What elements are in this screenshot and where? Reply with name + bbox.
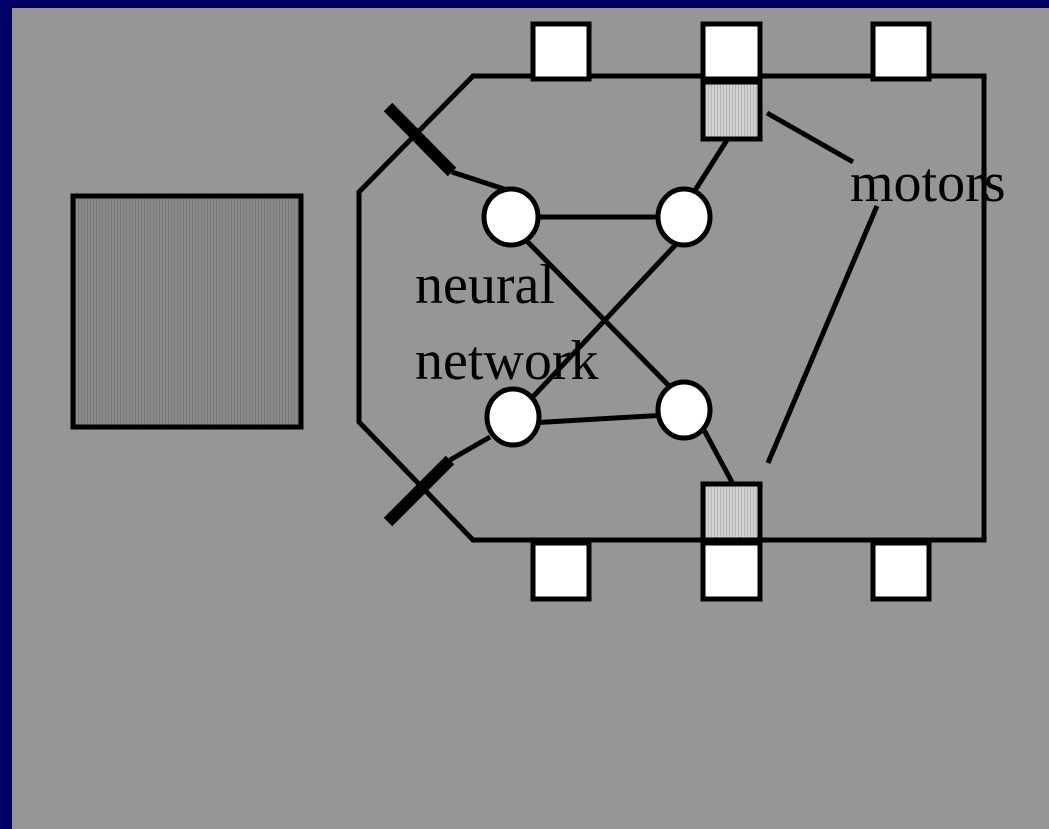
- connection-n3-n2: [511, 236, 684, 420]
- label-network: network: [415, 330, 599, 392]
- connection-whisker-bottom: [448, 434, 492, 463]
- neuron-1: [481, 186, 541, 248]
- robot-body: [356, 73, 987, 543]
- lower-whisker: [383, 455, 455, 527]
- sensor-bottom-3: [870, 540, 932, 602]
- motor-bottom: [700, 481, 763, 543]
- label-motors: motors: [850, 152, 1006, 214]
- connection-n2-motor-top: [691, 138, 730, 194]
- sensor-top-1: [530, 21, 592, 82]
- connection-whisker-top: [451, 169, 508, 193]
- connection-n1-n4: [517, 231, 682, 399]
- motor-top: [700, 79, 763, 142]
- slide-background: neural network motors: [12, 8, 1049, 829]
- neuron-2: [655, 186, 713, 248]
- sensor-top-2: [700, 21, 763, 82]
- upper-whisker: [383, 102, 457, 177]
- label-neural: neural: [415, 254, 555, 316]
- motors-pointer-top: [765, 110, 855, 165]
- motors-pointer-bottom: [765, 205, 880, 464]
- connection-n3-n4: [512, 411, 685, 427]
- sensor-bottom-1: [530, 540, 592, 602]
- sensor-bottom-2: [700, 540, 763, 602]
- robot-diagram: neural network motors: [70, 21, 1006, 602]
- object-box: [70, 193, 304, 430]
- connection-n4-motor-bottom: [701, 428, 736, 486]
- neuron-4: [655, 379, 713, 441]
- sensor-top-3: [870, 21, 932, 82]
- neuron-3: [484, 386, 542, 448]
